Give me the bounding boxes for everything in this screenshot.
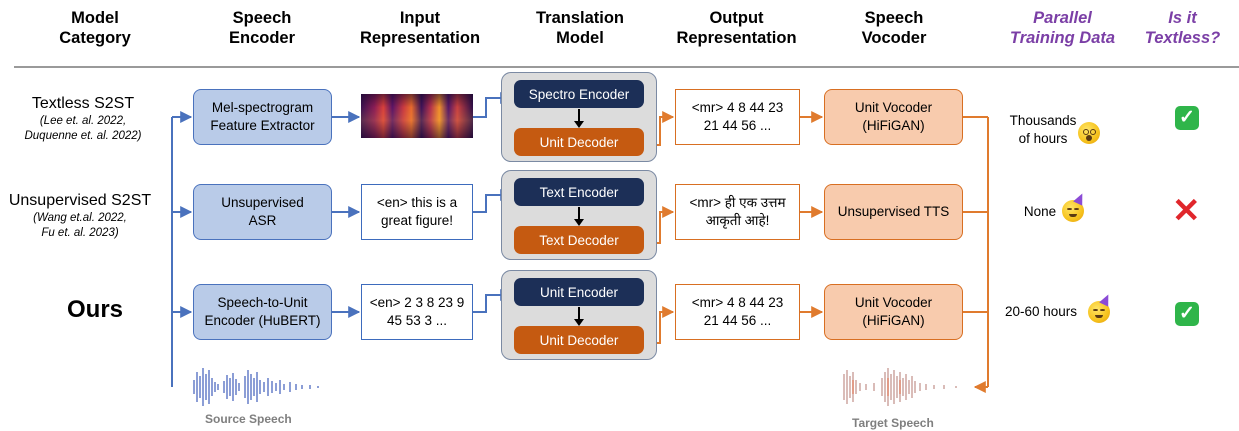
category-references: (Lee et. al. 2022, Duquenne et. al. 2022…: [24, 115, 142, 142]
translation-model-group: Text Encoder Text Decoder: [501, 170, 657, 260]
header-divider: [14, 66, 1239, 68]
down-arrow-icon: [574, 307, 584, 326]
translation-decoder: Text Decoder: [514, 226, 644, 254]
party-face-emoji-icon: [1088, 292, 1113, 323]
category-unsupervised-s2st: Unsupervised S2ST (Wang et.al. 2022, Fu …: [0, 191, 160, 241]
category-name: Unsupervised S2ST: [8, 192, 152, 209]
category-textless-s2st: Textless S2ST (Lee et. al. 2022, Duquenn…: [8, 94, 158, 144]
category-name: Ours: [66, 296, 123, 323]
header-input-representation: Input Representation: [359, 9, 481, 47]
translation-encoder: Text Encoder: [514, 178, 644, 206]
input-representation-box: <en> this is a great figure!: [361, 184, 473, 240]
header-speech-vocoder: Speech Vocoder: [861, 9, 927, 47]
header-translation-model: Translation Model: [535, 9, 625, 47]
output-representation-box: <mr> 4 8 44 23 21 44 56 ...: [675, 284, 800, 340]
translation-encoder: Unit Encoder: [514, 278, 644, 306]
source-speech-label: Source Speech: [205, 412, 292, 426]
translation-encoder: Spectro Encoder: [514, 80, 644, 108]
header-is-textless: Is it Textless?: [1144, 9, 1221, 47]
textless-cross-icon: ✕: [1172, 192, 1201, 230]
target-speech-label: Target Speech: [852, 416, 934, 430]
translation-decoder: Unit Decoder: [514, 128, 644, 156]
speech-vocoder-box: Unit Vocoder (HiFiGAN): [824, 284, 963, 340]
translation-model-group: Spectro Encoder Unit Decoder: [501, 72, 657, 162]
header-speech-encoder: Speech Encoder: [228, 9, 296, 47]
parallel-data-amount: None: [1023, 204, 1057, 219]
category-ours: Ours: [40, 296, 150, 324]
down-arrow-icon: [574, 109, 584, 128]
speech-encoder-box: Mel-spectrogram Feature Extractor: [193, 89, 332, 145]
translation-model-group: Unit Encoder Unit Decoder: [501, 270, 657, 360]
dizzy-face-emoji-icon: [1078, 122, 1100, 144]
textless-check-icon: ✓: [1175, 106, 1199, 130]
textless-check-icon: ✓: [1175, 302, 1199, 326]
mel-spectrogram-image: [361, 94, 473, 138]
header-output-representation: Output Representation: [676, 9, 797, 47]
target-speech-waveform: [843, 368, 957, 406]
party-face-emoji-icon: [1062, 191, 1087, 222]
output-representation-box: <mr> ही एक उत्तम आकृती आहे!: [675, 184, 800, 240]
category-name: Textless S2ST: [31, 95, 135, 112]
parallel-data-amount: 20-60 hours: [1004, 304, 1078, 319]
down-arrow-icon: [574, 207, 584, 226]
speech-vocoder-box: Unsupervised TTS: [824, 184, 963, 240]
speech-vocoder-box: Unit Vocoder (HiFiGAN): [824, 89, 963, 145]
source-speech-waveform: [193, 368, 319, 406]
header-parallel-training-data: Parallel Training Data: [1009, 9, 1116, 47]
header-model-category: Model Category: [59, 9, 131, 47]
translation-decoder: Unit Decoder: [514, 326, 644, 354]
speech-encoder-box: Unsupervised ASR: [193, 184, 332, 240]
output-representation-box: <mr> 4 8 44 23 21 44 56 ...: [675, 89, 800, 145]
speech-encoder-box: Speech-to-Unit Encoder (HuBERT): [193, 284, 332, 340]
input-representation-box: <en> 2 3 8 23 9 45 53 3 ...: [361, 284, 473, 340]
category-references: (Wang et.al. 2022, Fu et. al. 2023): [33, 212, 127, 239]
parallel-data-amount: Thousands of hours: [1009, 113, 1077, 146]
